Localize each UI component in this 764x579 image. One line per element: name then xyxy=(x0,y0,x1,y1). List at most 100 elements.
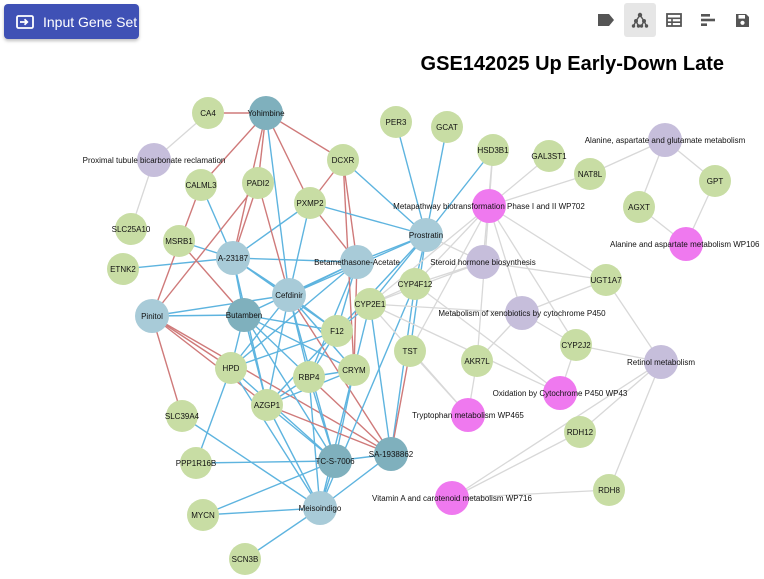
node-cyp2e1[interactable]: CYP2E1 xyxy=(354,288,386,320)
node-circle[interactable] xyxy=(394,335,426,367)
node-ugt1a7[interactable]: UGT1A7 xyxy=(590,264,622,296)
node-circle[interactable] xyxy=(648,123,682,157)
node-circle[interactable] xyxy=(293,361,325,393)
node-circle[interactable] xyxy=(699,165,731,197)
node-padi2[interactable]: PADI2 xyxy=(242,167,274,199)
node-circle[interactable] xyxy=(461,345,493,377)
node-steroid[interactable]: Steroid hormone biosynthesis xyxy=(430,245,536,279)
node-circle[interactable] xyxy=(216,241,250,275)
node-alaaspglu[interactable]: Alanine, aspartate and glutamate metabol… xyxy=(585,123,746,157)
node-retinol[interactable]: Retinol metabolism xyxy=(627,345,695,379)
node-ca4[interactable]: CA4 xyxy=(192,97,224,129)
node-sa1938862[interactable]: SA-1938862 xyxy=(369,437,414,471)
node-circle[interactable] xyxy=(137,143,171,177)
node-gal3st1[interactable]: GAL3ST1 xyxy=(531,140,567,172)
node-trypwp[interactable]: Tryptophan metabolism WP465 xyxy=(412,398,524,432)
node-akr7l[interactable]: AKR7L xyxy=(461,345,493,377)
node-vita[interactable]: Vitamin A and carotenoid metabolism WP71… xyxy=(372,481,533,515)
node-cyp2j2[interactable]: CYP2J2 xyxy=(560,329,592,361)
save-tool[interactable] xyxy=(726,3,758,37)
node-circle[interactable] xyxy=(505,296,539,330)
node-circle[interactable] xyxy=(185,169,217,201)
node-circle[interactable] xyxy=(669,227,703,261)
node-circle[interactable] xyxy=(451,398,485,432)
node-hsd3b1[interactable]: HSD3B1 xyxy=(477,134,509,166)
node-circle[interactable] xyxy=(327,144,359,176)
node-msrb1[interactable]: MSRB1 xyxy=(163,225,195,257)
label-tool[interactable] xyxy=(590,3,622,37)
node-xeno[interactable]: Metabolism of xenobiotics by cytochrome … xyxy=(438,296,606,330)
node-rdh8[interactable]: RDH8 xyxy=(593,474,625,506)
node-rbp4[interactable]: RBP4 xyxy=(293,361,325,393)
node-scn3b[interactable]: SCN3B xyxy=(229,543,261,575)
node-per3[interactable]: PER3 xyxy=(380,106,412,138)
node-pinitol[interactable]: Pinitol xyxy=(135,299,169,333)
node-yohimbine[interactable]: Yohimbine xyxy=(247,96,285,130)
node-oxcyp[interactable]: Oxidation by Cytochrome P450 WP43 xyxy=(493,376,628,410)
node-circle[interactable] xyxy=(477,134,509,166)
node-circle[interactable] xyxy=(380,106,412,138)
network-tool[interactable] xyxy=(624,3,656,37)
node-circle[interactable] xyxy=(187,499,219,531)
node-mycn[interactable]: MYCN xyxy=(187,499,219,531)
node-circle[interactable] xyxy=(644,345,678,379)
node-gpt[interactable]: GPT xyxy=(699,165,731,197)
node-circle[interactable] xyxy=(399,268,431,300)
input-gene-set-button[interactable]: Input Gene Set xyxy=(4,4,139,39)
node-azgp1[interactable]: AZGP1 xyxy=(251,389,283,421)
node-crym[interactable]: CRYM xyxy=(338,354,370,386)
node-circle[interactable] xyxy=(249,96,283,130)
node-a23187[interactable]: A-23187 xyxy=(216,241,250,275)
node-circle[interactable] xyxy=(180,447,212,479)
node-circle[interactable] xyxy=(340,245,374,279)
node-circle[interactable] xyxy=(321,315,353,347)
node-ppp1r16b[interactable]: PPP1R16B xyxy=(176,447,216,479)
node-prostratin[interactable]: Prostratin xyxy=(409,218,443,252)
node-circle[interactable] xyxy=(166,400,198,432)
node-circle[interactable] xyxy=(564,416,596,448)
node-calml3[interactable]: CALML3 xyxy=(185,169,217,201)
node-circle[interactable] xyxy=(533,140,565,172)
node-pxmp2[interactable]: PXMP2 xyxy=(294,187,326,219)
node-circle[interactable] xyxy=(338,354,370,386)
node-metabio[interactable]: Metapathway biotransformation Phase I an… xyxy=(393,189,585,223)
node-circle[interactable] xyxy=(623,191,655,223)
node-tcs7006[interactable]: TC-S-7006 xyxy=(315,444,355,478)
node-circle[interactable] xyxy=(107,253,139,285)
node-circle[interactable] xyxy=(409,218,443,252)
node-circle[interactable] xyxy=(543,376,577,410)
node-circle[interactable] xyxy=(294,187,326,219)
node-tst[interactable]: TST xyxy=(394,335,426,367)
node-cyp4f12[interactable]: CYP4F12 xyxy=(398,268,433,300)
node-circle[interactable] xyxy=(272,278,306,312)
node-etnk2[interactable]: ETNK2 xyxy=(107,253,139,285)
node-alaaspwp[interactable]: Alanine and aspartate metabolism WP106 xyxy=(610,227,760,261)
node-circle[interactable] xyxy=(374,437,408,471)
node-circle[interactable] xyxy=(115,213,147,245)
node-circle[interactable] xyxy=(135,299,169,333)
node-butamben[interactable]: Butamben xyxy=(226,298,262,332)
node-circle[interactable] xyxy=(215,352,247,384)
node-hpd[interactable]: HPD xyxy=(215,352,247,384)
node-circle[interactable] xyxy=(472,189,506,223)
node-circle[interactable] xyxy=(590,264,622,296)
node-slc25a10[interactable]: SLC25A10 xyxy=(112,213,151,245)
node-circle[interactable] xyxy=(435,481,469,515)
node-circle[interactable] xyxy=(318,444,352,478)
node-circle[interactable] xyxy=(593,474,625,506)
bar-chart-tool[interactable] xyxy=(692,3,724,37)
node-circle[interactable] xyxy=(431,111,463,143)
node-circle[interactable] xyxy=(242,167,274,199)
node-circle[interactable] xyxy=(303,491,337,525)
node-dcxr[interactable]: DCXR xyxy=(327,144,359,176)
node-rdh12[interactable]: RDH12 xyxy=(564,416,596,448)
node-gcat[interactable]: GCAT xyxy=(431,111,463,143)
node-meisoindigo[interactable]: Meisoindigo xyxy=(299,491,342,525)
node-circle[interactable] xyxy=(560,329,592,361)
node-nat8l[interactable]: NAT8L xyxy=(574,158,606,190)
table-tool[interactable] xyxy=(658,3,690,37)
node-betameth[interactable]: Betamethasone-Acetate xyxy=(314,245,400,279)
node-circle[interactable] xyxy=(251,389,283,421)
node-circle[interactable] xyxy=(227,298,261,332)
node-slc39a4[interactable]: SLC39A4 xyxy=(165,400,200,432)
